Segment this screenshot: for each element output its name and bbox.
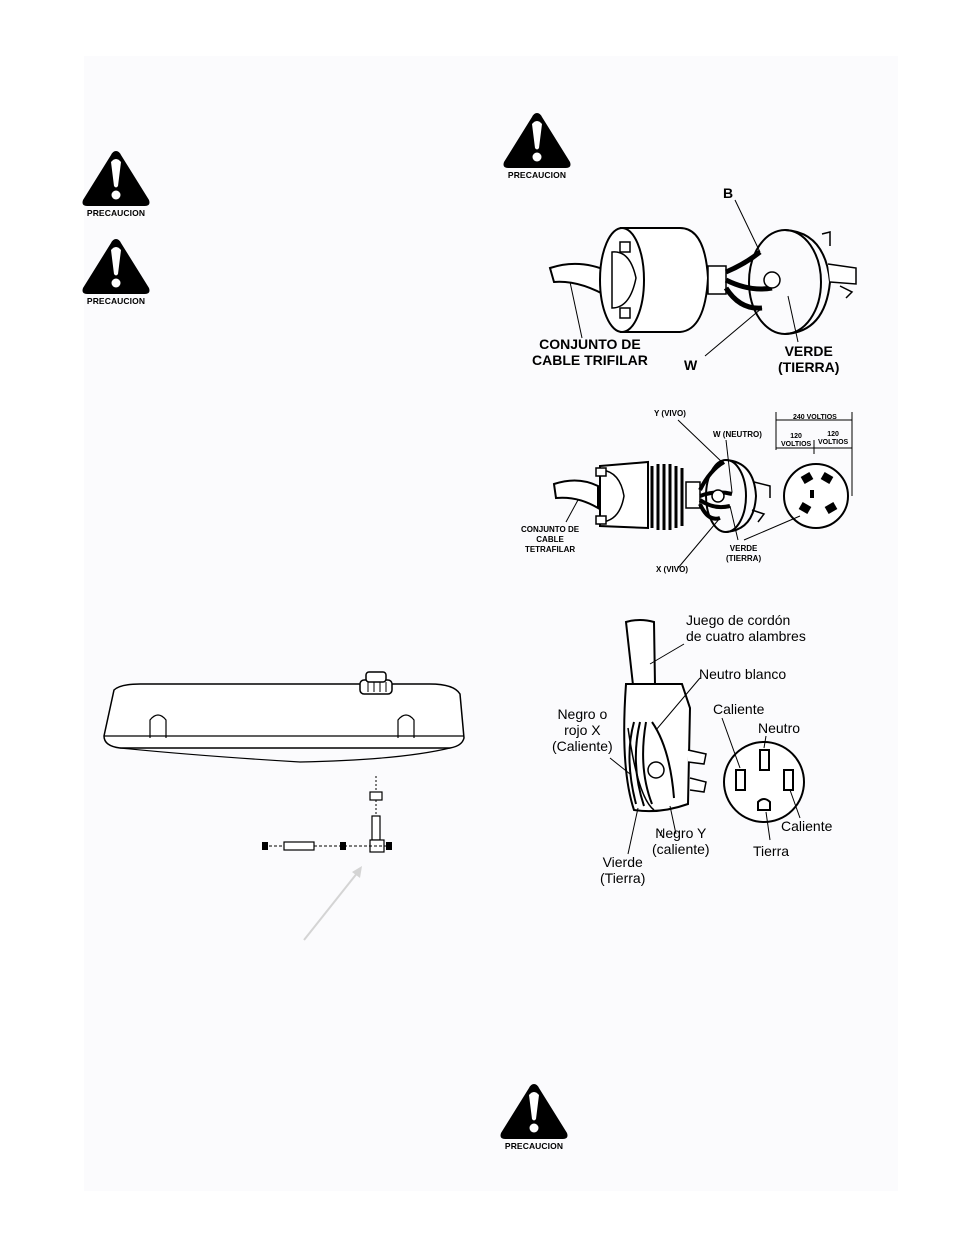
ground-label-line: (TIERRA): [726, 554, 762, 563]
black-x-label: Negro o rojo X (Caliente): [552, 706, 613, 754]
volts-240-label: 240 VOLTIOS: [793, 414, 837, 421]
warning-label: PRECAUCION: [86, 208, 146, 218]
green-line: Vierde: [602, 854, 643, 870]
volts-line: VOLTIOS: [818, 439, 849, 446]
fuel-tank-figure: [103, 671, 465, 941]
y-live-label: Y (VIVO): [654, 409, 686, 418]
ground-label: Tierra: [753, 843, 790, 859]
warning-label: PRECAUCION: [507, 170, 567, 180]
four-wire-ground-label: VERDE (TIERRA): [726, 544, 761, 564]
x-live-label: X (VIVO): [656, 565, 689, 574]
warning-icon-1: PRECAUCION: [81, 150, 151, 220]
cord-receptacle-figure: [609, 619, 805, 855]
cord-label: Juego de cordón de cuatro alambres: [686, 612, 806, 644]
green-ground-label: Vierde (Tierra): [600, 854, 645, 886]
volts-120a-label: 120 VOLTIOS: [781, 433, 811, 449]
warning-icon-3: PRECAUCION: [502, 112, 572, 182]
cable-label-line: CONJUNTO DE: [521, 525, 580, 534]
label-b: B: [723, 185, 734, 201]
warning-triangle-icon: [500, 1084, 568, 1139]
cord-label-line: de cuatro alambres: [686, 628, 806, 644]
warning-triangle-icon: [82, 151, 150, 206]
hot-label: Caliente: [713, 701, 765, 717]
cable-label-line: TETRAFILAR: [524, 545, 576, 554]
hot-label-2: Caliente: [781, 818, 833, 834]
neutral-label: Neutro: [758, 720, 801, 736]
three-wire-ground-label: VERDE (TIERRA): [778, 343, 839, 375]
cable-label-line: CABLE: [536, 535, 564, 544]
warning-triangle-icon: [82, 239, 150, 294]
warning-icon-4: PRECAUCION: [499, 1083, 569, 1153]
warning-label: PRECAUCION: [504, 1141, 564, 1151]
page-background: [84, 56, 898, 1191]
black-x-line: Negro o: [557, 706, 608, 722]
four-wire-cable-label: CONJUNTO DE CABLE TETRAFILAR: [521, 525, 579, 555]
cable-label-line: CONJUNTO DE: [539, 336, 641, 352]
three-wire-plug-figure: [548, 199, 857, 357]
cable-label-line: CABLE TRIFILAR: [532, 352, 648, 368]
volts-line: VOLTIOS: [781, 441, 812, 448]
warning-label: PRECAUCION: [86, 296, 146, 306]
ground-label-line: VERDE: [784, 343, 833, 359]
black-y-line: Negro Y: [655, 825, 707, 841]
black-y-line: (caliente): [652, 841, 710, 857]
warning-icon-2: PRECAUCION: [81, 238, 151, 308]
four-wire-plug-figure: [552, 412, 853, 569]
neutral-white-label: Neutro blanco: [699, 666, 787, 682]
black-y-label: Negro Y (caliente): [652, 825, 710, 857]
label-w: W: [684, 357, 698, 373]
warning-triangle-icon: [503, 113, 571, 168]
three-wire-cable-label: CONJUNTO DE CABLE TRIFILAR: [532, 336, 648, 368]
cord-label-line: Juego de cordón: [686, 612, 791, 628]
w-neutral-label: W (NEUTRO): [713, 430, 762, 439]
black-x-line: (Caliente): [552, 738, 613, 754]
volts-line: 120: [790, 433, 802, 440]
volts-line: 120: [827, 431, 839, 438]
green-line: (Tierra): [600, 870, 646, 886]
volts-120b-label: 120 VOLTIOS: [818, 431, 848, 447]
black-x-line: rojo X: [564, 722, 601, 738]
ground-label-line: (TIERRA): [778, 359, 840, 375]
ground-label-line: VERDE: [729, 544, 758, 553]
